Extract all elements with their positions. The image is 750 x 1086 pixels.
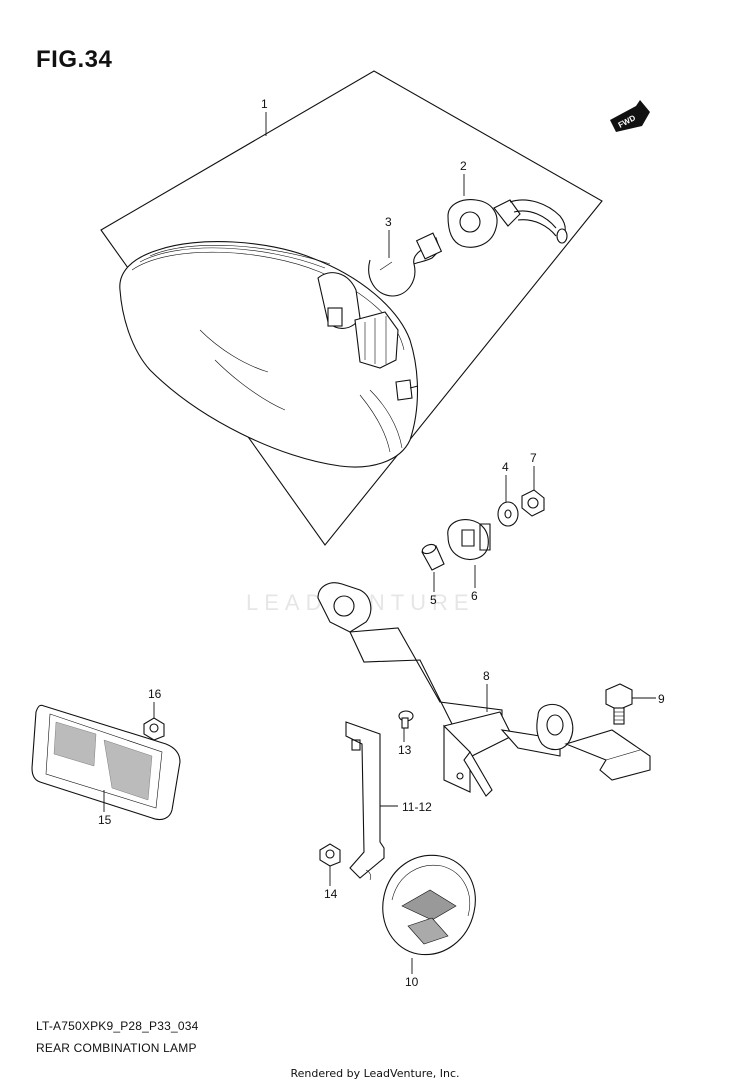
callout-13[interactable]: 13: [398, 743, 412, 757]
stay-nut[interactable]: [319, 843, 341, 867]
socket-wire[interactable]: [447, 199, 568, 248]
reflector-nut[interactable]: [143, 717, 165, 741]
bracket[interactable]: [317, 582, 651, 797]
assembly-name: REAR COMBINATION LAMP: [36, 1041, 197, 1055]
callout-3[interactable]: 3: [385, 215, 392, 229]
callout-14[interactable]: 14: [324, 887, 338, 901]
callout-10[interactable]: 10: [405, 975, 419, 989]
callout-5[interactable]: 5: [430, 593, 437, 607]
lamp-housing[interactable]: [119, 241, 419, 468]
rendered-by-credit: Rendered by LeadVenture, Inc.: [290, 1067, 460, 1080]
leader-lines: [103, 112, 656, 974]
washer[interactable]: [497, 501, 519, 527]
callout-8[interactable]: 8: [483, 669, 490, 683]
bolt[interactable]: [605, 683, 633, 725]
callout-labels: 1 2 3 4 5 6 7 8 9 10 11-12 13 14 15 16: [98, 97, 665, 989]
callout-1[interactable]: 1: [261, 97, 268, 111]
callout-7[interactable]: 7: [530, 451, 537, 465]
rectangular-reflector[interactable]: [31, 704, 181, 821]
spacer[interactable]: [421, 543, 445, 571]
callout-16[interactable]: 16: [148, 687, 162, 701]
figure-title: FIG.34: [36, 46, 113, 73]
callout-11-12[interactable]: 11-12: [402, 800, 432, 814]
callout-15[interactable]: 15: [98, 813, 112, 827]
round-reflector[interactable]: [382, 854, 476, 956]
bulb[interactable]: [368, 232, 443, 297]
lamp-assembly-frame: [100, 70, 603, 546]
nut[interactable]: [521, 489, 545, 517]
callout-4[interactable]: 4: [502, 460, 509, 474]
callout-6[interactable]: 6: [471, 589, 478, 603]
grommet[interactable]: [447, 519, 491, 561]
screw[interactable]: [398, 710, 414, 729]
model-code: LT-A750XPK9_P28_P33_034: [36, 1019, 199, 1033]
callout-2[interactable]: 2: [460, 159, 467, 173]
fwd-arrow-icon: FWD: [610, 100, 650, 132]
callout-9[interactable]: 9: [658, 692, 665, 706]
reflector-stay[interactable]: [345, 721, 385, 881]
